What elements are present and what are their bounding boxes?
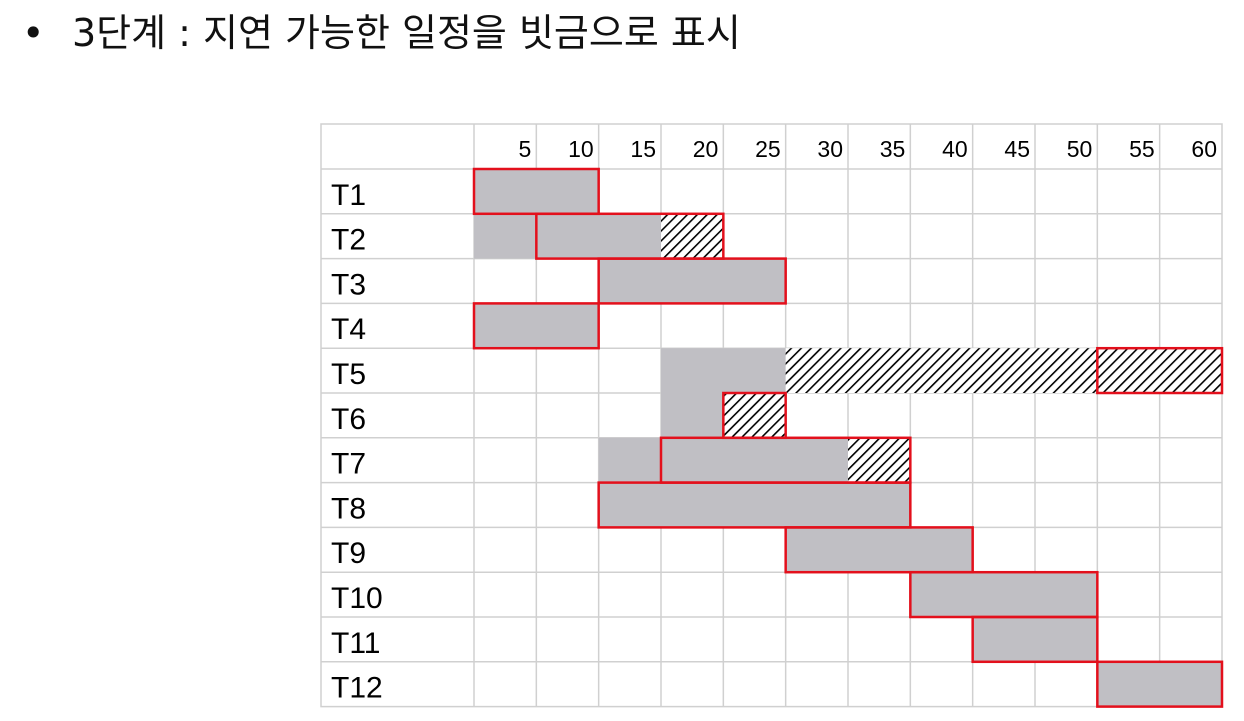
- task-label-t9: T9: [331, 537, 366, 570]
- bullet: •: [22, 11, 45, 55]
- task-label-t10: T10: [331, 582, 383, 615]
- tick-label-55: 55: [1129, 136, 1155, 162]
- task-label-t2: T2: [331, 224, 366, 257]
- tick-label-50: 50: [1067, 136, 1093, 162]
- bars: [474, 169, 1222, 707]
- task-label-t3: T3: [331, 268, 366, 301]
- tick-label-30: 30: [817, 136, 843, 162]
- outline-t5: [1096, 346, 1224, 395]
- tick-label-40: 40: [942, 136, 968, 162]
- outline-t12: [1096, 660, 1224, 708]
- bar-t1: [474, 169, 599, 214]
- slack-t5: [785, 348, 1222, 393]
- tick-label-35: 35: [880, 136, 906, 162]
- slack-t7: [848, 437, 911, 483]
- task-label-t8: T8: [331, 492, 366, 525]
- outline-t3: [597, 257, 787, 305]
- bar-t6: [661, 393, 724, 438]
- outline-t11: [971, 615, 1099, 664]
- task-label-t12: T12: [331, 672, 383, 705]
- tick-label-15: 15: [630, 136, 656, 162]
- slide-heading: • 3단계 : 지연 가능한 일정을 빗금으로 표시: [22, 6, 741, 60]
- bar-t5: [661, 348, 786, 393]
- tick-label-5: 5: [519, 136, 532, 162]
- task-label-t4: T4: [331, 313, 366, 346]
- task-label-t7: T7: [331, 448, 366, 481]
- slack-t2: [661, 213, 724, 259]
- bar-t8: [598, 482, 911, 528]
- task-label-t5: T5: [331, 358, 366, 391]
- bar-t12: [1097, 661, 1222, 707]
- heading-text: 3단계 : 지연 가능한 일정을 빗금으로 표시: [72, 11, 741, 55]
- task-label-t1: T1: [331, 179, 366, 212]
- tick-label-20: 20: [693, 136, 719, 162]
- tick-label-60: 60: [1191, 136, 1217, 162]
- slack-t6: [723, 393, 786, 438]
- tick-label-45: 45: [1004, 136, 1030, 162]
- outline-t9: [784, 526, 974, 574]
- bar-t10: [910, 572, 1098, 617]
- bar-t3: [598, 258, 786, 304]
- labels: 5 10 15 20 25 30 35 40 45 50 55 60T1T2T3T4T5T6T7T8T…: [331, 136, 1217, 705]
- task-label-t6: T6: [331, 403, 366, 436]
- bar-t4: [474, 303, 599, 349]
- grid-border: [320, 123, 1223, 708]
- bar-t2: [474, 213, 661, 259]
- outline-t4: [472, 302, 600, 350]
- outlines: [472, 167, 1224, 708]
- bar-t11: [972, 617, 1098, 662]
- tick-label-25: 25: [755, 136, 781, 162]
- tick-label-10: 10: [568, 136, 594, 162]
- task-label-t11: T11: [331, 627, 380, 660]
- bar-t9: [785, 527, 973, 573]
- bar-t7: [598, 437, 848, 483]
- outline-t8: [597, 481, 912, 529]
